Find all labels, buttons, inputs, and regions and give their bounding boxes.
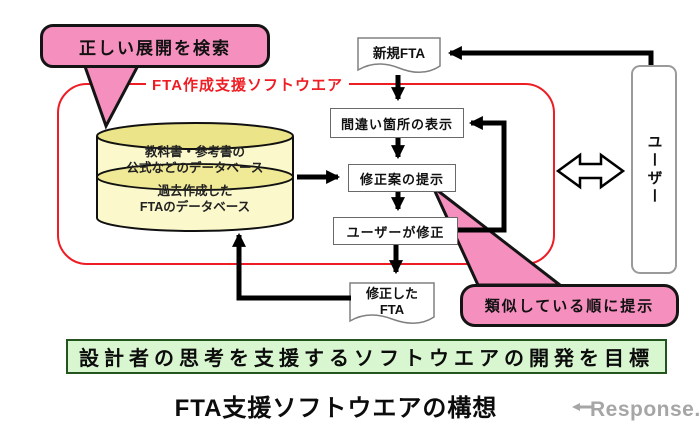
logo-arrow-icon [572, 403, 592, 411]
goal-banner: 設計者の思考を支援するソフトウエアの開発を目標 [66, 339, 667, 374]
arrow-loop-userfix-to-error [457, 116, 507, 233]
db-top-label-line1: 教科書・参考書の [144, 145, 245, 159]
node-error-display-label: 間違い箇所の表示 [340, 116, 453, 132]
diagram-caption: FTA支援ソフトウエアの構想 [174, 395, 498, 422]
node-fixed-fta: 修正した FTA [350, 286, 434, 319]
node-fixed-fta-line2: FTA [379, 302, 405, 318]
node-user-fix: ユーザーが修正 [333, 217, 458, 245]
search-callout-label: 正しい展開を検索 [79, 38, 231, 58]
search-callout-bubble: 正しい展開を検索 [40, 24, 270, 68]
node-error-display: 間違い箇所の表示 [330, 108, 464, 138]
node-new-fta-label: 新規FTA [372, 45, 426, 61]
watermark-logo: Response. [572, 398, 699, 422]
user-box: ユーザー [631, 65, 677, 274]
search-bubble-tail [79, 56, 145, 130]
node-user-fix-label: ユーザーが修正 [346, 224, 445, 240]
node-new-fta: 新規FTA [358, 41, 440, 67]
node-fixed-fta-line1: 修正した [365, 286, 418, 301]
double-arrow-frame-user [555, 152, 626, 190]
goal-banner-label: 設計者の思考を支援するソフトウエアの開発を目標 [79, 348, 654, 370]
user-box-label: ユーザー [645, 133, 663, 206]
frame-label: FTA作成支援ソフトウエア [146, 74, 350, 95]
db-top-label: 教科書・参考書の 公式などのデータベース [100, 144, 290, 177]
arrow-user-to-newfta [447, 46, 654, 65]
new-fta-document-shape [357, 37, 441, 73]
similar-callout-label: 類似している順に提示 [484, 298, 655, 315]
watermark-text: Response. [590, 398, 699, 421]
fixed-fta-document-shape [349, 282, 435, 324]
db-bottom-label-line1: 過去作成した [157, 184, 233, 198]
node-proposal: 修正案の提示 [348, 164, 456, 192]
database-cylinder-icon [96, 122, 294, 232]
db-top-label-line2: 公式などのデータベース [126, 161, 264, 176]
similar-callout-bubble: 類似している順に提示 [460, 284, 679, 327]
db-bottom-label: 過去作成した FTAのデータベース [100, 183, 290, 216]
arrow-fixedfta-to-database [232, 232, 351, 301]
db-bottom-label-line2: FTAのデータベース [139, 200, 251, 215]
node-proposal-label: 修正案の提示 [359, 171, 444, 187]
